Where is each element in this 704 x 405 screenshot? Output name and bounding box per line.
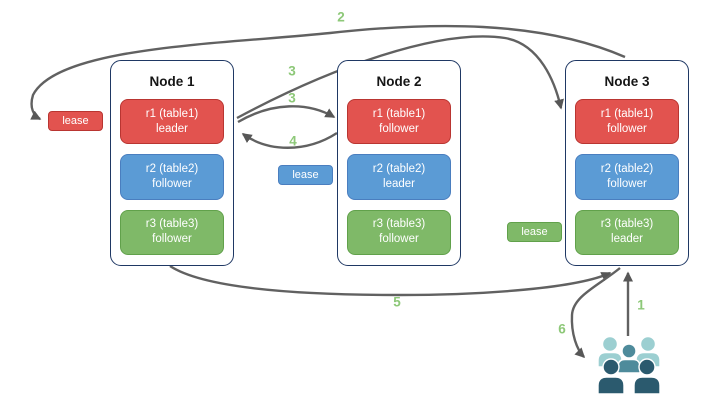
replica-r2-table2-follower: r2 (table2) follower — [575, 154, 679, 200]
users-icon — [597, 335, 661, 395]
replica-role: leader — [611, 233, 643, 246]
replica-role: follower — [379, 233, 419, 246]
replica-role: follower — [152, 233, 192, 246]
replica-name: r3 (table3) — [600, 218, 654, 231]
replica-name: r2 (table2) — [600, 163, 654, 176]
arrow-step-3-node1-to-node3 — [236, 35, 564, 120]
step-label-6: 6 — [558, 321, 566, 337]
step-label-2: 2 — [337, 9, 345, 25]
arrow-step-2-node3-to-lease1 — [30, 24, 626, 121]
replica-name: r1 (table1) — [372, 107, 426, 120]
node-title: Node 2 — [376, 74, 422, 89]
replica-name: r2 (table2) — [372, 163, 426, 176]
lease-badge-table1: lease — [48, 111, 103, 131]
lease-badge-table3: lease — [507, 222, 562, 242]
replica-r2-table2-leader: r2 (table2) leader — [347, 154, 451, 200]
replica-role: follower — [607, 122, 647, 135]
arrow-step-5-node1-to-node3 — [169, 264, 612, 297]
lease-badge-table2: lease — [278, 165, 333, 185]
replica-name: r1 (table1) — [600, 107, 654, 120]
replica-role: leader — [156, 122, 188, 135]
node-title: Node 3 — [604, 74, 650, 89]
replica-r3-table3-follower: r3 (table3) follower — [347, 209, 451, 255]
arrow-step-4-node2-to-node1 — [241, 131, 338, 149]
replica-name: r1 (table1) — [145, 107, 199, 120]
person-icon — [597, 358, 625, 395]
node-title: Node 1 — [149, 74, 195, 89]
replica-r2-table2-follower: r2 (table2) follower — [120, 154, 224, 200]
replica-role: follower — [379, 122, 419, 135]
node-2: Node 2 r1 (table1) follower r2 (table2) … — [337, 60, 461, 266]
person-icon — [633, 358, 661, 395]
replica-r1-table1-leader: r1 (table1) leader — [120, 99, 224, 145]
step-label-1: 1 — [637, 297, 645, 313]
replica-r3-table3-leader: r3 (table3) leader — [575, 209, 679, 255]
replica-role: follower — [152, 177, 192, 190]
step-label-4: 4 — [289, 133, 297, 149]
replica-r1-table1-follower: r1 (table1) follower — [575, 99, 679, 145]
replica-role: leader — [383, 177, 415, 190]
replica-name: r3 (table3) — [372, 218, 426, 231]
step-label-3a: 3 — [288, 63, 296, 79]
replica-role: follower — [607, 177, 647, 190]
replica-name: r3 (table3) — [145, 218, 199, 231]
replica-r3-table3-follower: r3 (table3) follower — [120, 209, 224, 255]
step-label-5: 5 — [393, 294, 401, 310]
arrow-step-3-node1-to-node2 — [237, 105, 336, 124]
replica-r1-table1-follower: r1 (table1) follower — [347, 99, 451, 145]
node-3: Node 3 r1 (table1) follower r2 (table2) … — [565, 60, 689, 266]
node-1: Node 1 r1 (table1) leader r2 (table2) fo… — [110, 60, 234, 266]
step-label-3b: 3 — [288, 90, 296, 106]
arrow-step-6-node3-to-users — [570, 267, 621, 359]
replica-name: r2 (table2) — [145, 163, 199, 176]
